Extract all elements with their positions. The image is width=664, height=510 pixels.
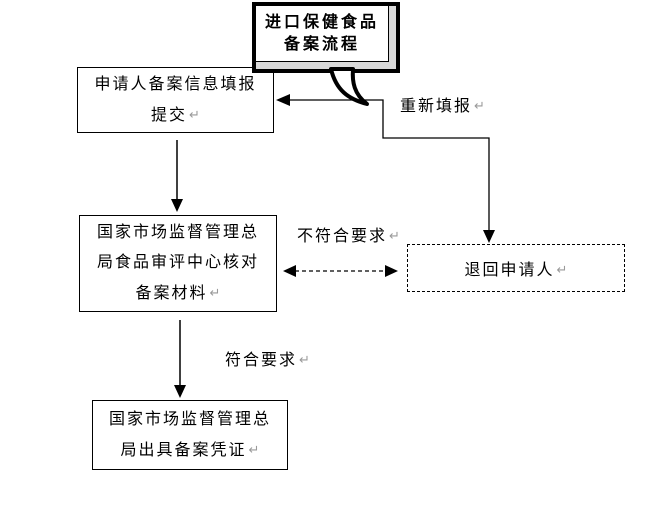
paragraph-mark: ↵: [189, 106, 200, 122]
node-text-line: 备案材料↵: [135, 285, 221, 302]
paragraph-mark: ↵: [474, 98, 485, 113]
node-text-line: 申请人备案信息填报: [94, 75, 257, 93]
bubble-title-line: 备案流程: [283, 35, 360, 53]
node-text-line: 国家市场监督管理总: [108, 410, 271, 428]
paragraph-mark: ↵: [389, 228, 400, 243]
title-callout-bubble: 进口保健食品 备案流程: [252, 2, 400, 73]
label-meet-requirements: 符合要求↵: [225, 352, 310, 369]
paragraph-mark: ↵: [556, 262, 568, 277]
bubble-title-line: 进口保健食品: [264, 13, 379, 31]
node-text-line: 国家市场监督管理总: [96, 224, 259, 241]
node-text-line: 局食品审评中心核对: [96, 254, 259, 271]
dashed-arrow-review-return: [283, 265, 398, 277]
arrow-applicant-to-review: [171, 140, 183, 212]
paragraph-mark: ↵: [209, 285, 221, 300]
node-text-line: 退回申请人↵: [464, 262, 568, 279]
paragraph-mark: ↵: [248, 441, 260, 457]
label-not-meet-requirements: 不符合要求↵: [297, 228, 400, 245]
paragraph-mark: ↵: [299, 352, 310, 367]
node-applicant-submit: 申请人备案信息填报 提交↵: [77, 67, 274, 133]
node-issue-certificate: 国家市场监督管理总 局出具备案凭证↵: [92, 400, 288, 470]
title-callout-inner: 进口保健食品 备案流程: [256, 6, 389, 62]
node-return-applicant: 退回申请人↵: [407, 244, 625, 292]
node-text-line: 局出具备案凭证↵: [120, 441, 260, 459]
node-review-center: 国家市场监督管理总 局食品审评中心核对 备案材料↵: [79, 215, 277, 312]
connector-refill-path: [276, 94, 495, 243]
label-refill: 重新填报↵: [400, 98, 485, 115]
node-text-line: 提交↵: [151, 106, 200, 124]
arrow-review-to-certificate: [174, 320, 186, 398]
